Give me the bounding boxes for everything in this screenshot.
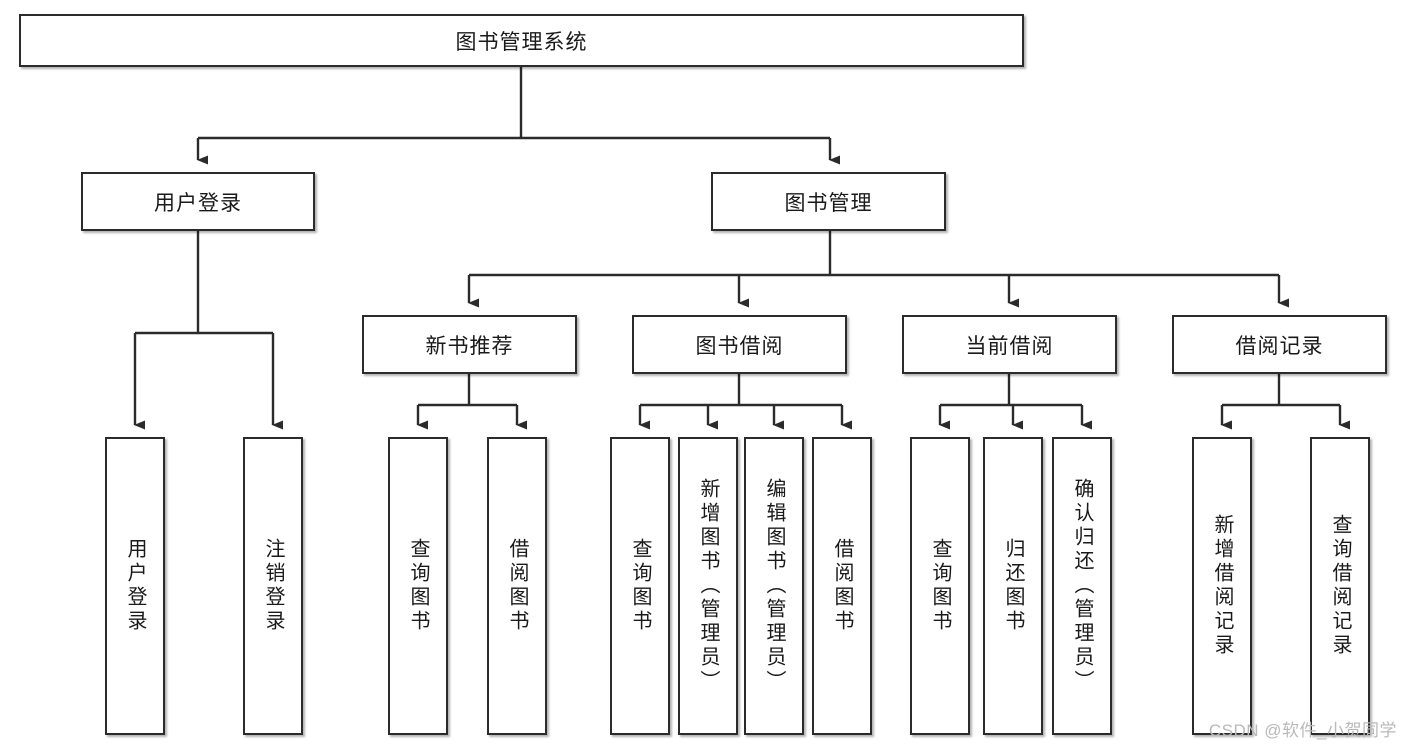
node-label: 用户登录 <box>154 191 242 215</box>
node-label: 借阅图书 <box>506 538 528 634</box>
node-label: 归还图书 <box>1002 538 1024 634</box>
node-label: 查询图书 <box>929 538 951 634</box>
node-leaf-borrow-query[interactable]: 查询图书 <box>610 437 670 735</box>
node-label: 确认归还（管理员） <box>1071 478 1093 694</box>
node-label: 编辑图书（管理员） <box>763 478 785 694</box>
node-label: 图书管理 <box>784 191 873 215</box>
node-label: 图书借阅 <box>695 334 784 358</box>
watermark: CSDN @软件_小贺同学 <box>1208 721 1397 740</box>
node-root[interactable]: 图书管理系统 <box>19 14 1024 67</box>
node-user-login[interactable]: 用户登录 <box>81 172 315 231</box>
node-label: 查询借阅记录 <box>1329 514 1351 658</box>
node-label: 新增借阅记录 <box>1211 514 1233 658</box>
node-borrow-record[interactable]: 借阅记录 <box>1172 315 1387 374</box>
node-leaf-rec-query[interactable]: 查询图书 <box>388 437 448 735</box>
node-label: 用户登录 <box>124 538 146 634</box>
node-label: 借阅记录 <box>1235 334 1324 358</box>
node-leaf-user-login[interactable]: 用户登录 <box>105 437 165 735</box>
node-leaf-user-logout[interactable]: 注销登录 <box>243 437 303 735</box>
node-book-manage[interactable]: 图书管理 <box>711 172 946 231</box>
node-label: 注销登录 <box>262 538 284 634</box>
node-label: 借阅图书 <box>831 538 853 634</box>
node-label: 查询图书 <box>629 538 651 634</box>
node-leaf-rec-search[interactable]: 查询借阅记录 <box>1310 437 1370 735</box>
node-leaf-cur-return[interactable]: 归还图书 <box>983 437 1043 735</box>
node-leaf-borrow-edit[interactable]: 编辑图书（管理员） <box>744 437 804 735</box>
node-leaf-rec-borrow[interactable]: 借阅图书 <box>487 437 547 735</box>
node-label: 当前借阅 <box>965 334 1054 358</box>
node-current-borrow[interactable]: 当前借阅 <box>902 315 1117 374</box>
node-leaf-cur-query[interactable]: 查询图书 <box>910 437 970 735</box>
node-book-borrow[interactable]: 图书借阅 <box>632 315 847 374</box>
node-label: 图书管理系统 <box>455 30 588 54</box>
node-label: 新增图书（管理员） <box>697 478 719 694</box>
node-leaf-borrow-add[interactable]: 新增图书（管理员） <box>678 437 738 735</box>
node-label: 查询图书 <box>407 538 429 634</box>
node-leaf-rec-add[interactable]: 新增借阅记录 <box>1192 437 1252 735</box>
node-leaf-borrow-do[interactable]: 借阅图书 <box>812 437 872 735</box>
node-new-book-rec[interactable]: 新书推荐 <box>362 315 577 374</box>
node-label: 新书推荐 <box>425 334 514 358</box>
node-leaf-cur-confirm[interactable]: 确认归还（管理员） <box>1052 437 1112 735</box>
